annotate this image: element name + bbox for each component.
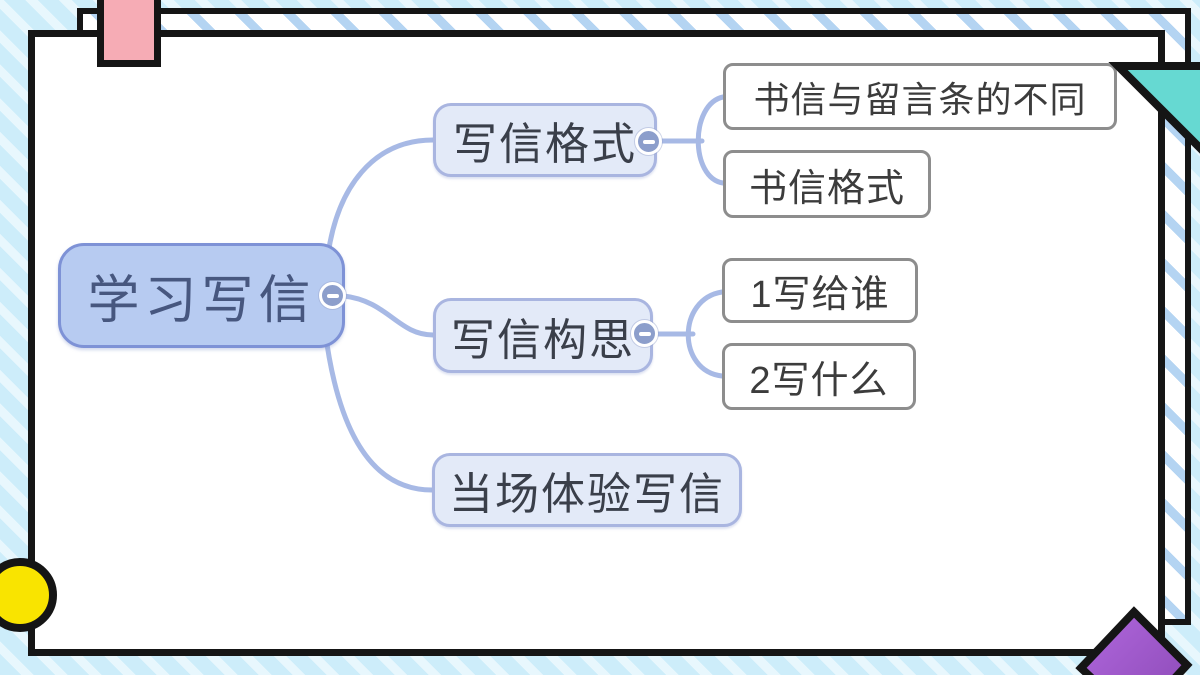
mindmap-branch-letter-format[interactable]: 写信格式: [433, 103, 657, 177]
collapse-button-branch2[interactable]: [631, 320, 658, 347]
mindmap-leaf-letter-vs-note[interactable]: 书信与留言条的不同: [723, 63, 1117, 130]
mindmap-root-node[interactable]: 学习写信: [58, 243, 345, 348]
pink-rectangle-decoration: [97, 0, 161, 67]
mindmap-branch-letter-concept[interactable]: 写信构思: [433, 298, 653, 373]
mindmap-branch-onsite-practice[interactable]: 当场体验写信: [432, 453, 742, 527]
minus-icon: [638, 331, 651, 336]
mindmap-leaf-write-what[interactable]: 2写什么: [722, 343, 916, 410]
minus-icon: [642, 139, 655, 144]
collapse-button-root[interactable]: [319, 282, 346, 309]
mindmap-leaf-letter-format[interactable]: 书信格式: [723, 150, 931, 218]
mindmap-leaf-write-to-whom[interactable]: 1写给谁: [722, 258, 918, 323]
minus-icon: [326, 293, 339, 298]
collapse-button-branch1[interactable]: [635, 128, 662, 155]
